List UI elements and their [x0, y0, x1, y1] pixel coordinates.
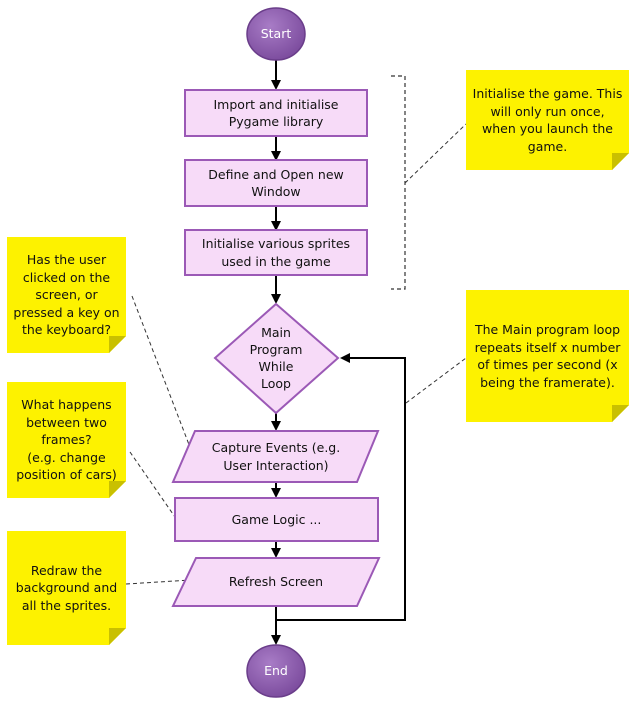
connector-events-note: [131, 295, 194, 456]
sprites-label: Initialise various sprites used in the g…: [201, 236, 351, 269]
connector-init-note: [404, 123, 467, 184]
import-label: Import and initialise Pygame library: [213, 96, 339, 129]
events-note: Has the user clicked on the screen, or p…: [7, 237, 126, 353]
connector-redraw-note: [125, 579, 192, 585]
init-bracket: [391, 75, 406, 290]
refresh-io-shape: [171, 557, 381, 607]
refresh-label: Refresh Screen: [228, 574, 324, 590]
mainloop-note: The Main program loop repeats itself x n…: [466, 290, 629, 422]
end-label: End: [264, 663, 288, 679]
window-process-box: [184, 159, 368, 207]
import-process-box: [184, 89, 368, 137]
logic-label: Game Logic ...: [231, 511, 322, 527]
start-label: Start: [260, 26, 292, 42]
loop-decision-diamond: [213, 302, 340, 415]
connector-logic-note: [129, 451, 176, 518]
sprites-process-box: [184, 229, 368, 276]
init-note: Initialise the game. This will only run …: [466, 70, 629, 170]
events-io-shape: [171, 430, 380, 483]
end-terminal: [246, 644, 306, 698]
logic-process-box: [174, 497, 379, 542]
logic-note: What happens between two frames? (e.g. c…: [7, 382, 126, 498]
events-label: Capture Events (e.g. User Interaction): [211, 440, 341, 473]
loop-label: Main Program While Loop: [249, 324, 303, 392]
loop-back-arrow: [276, 353, 406, 621]
connector-mainloop-note: [405, 357, 467, 404]
window-label: Define and Open new Window: [208, 166, 344, 199]
start-terminal: [246, 7, 306, 61]
redraw-note: Redraw the background and all the sprite…: [7, 531, 126, 645]
